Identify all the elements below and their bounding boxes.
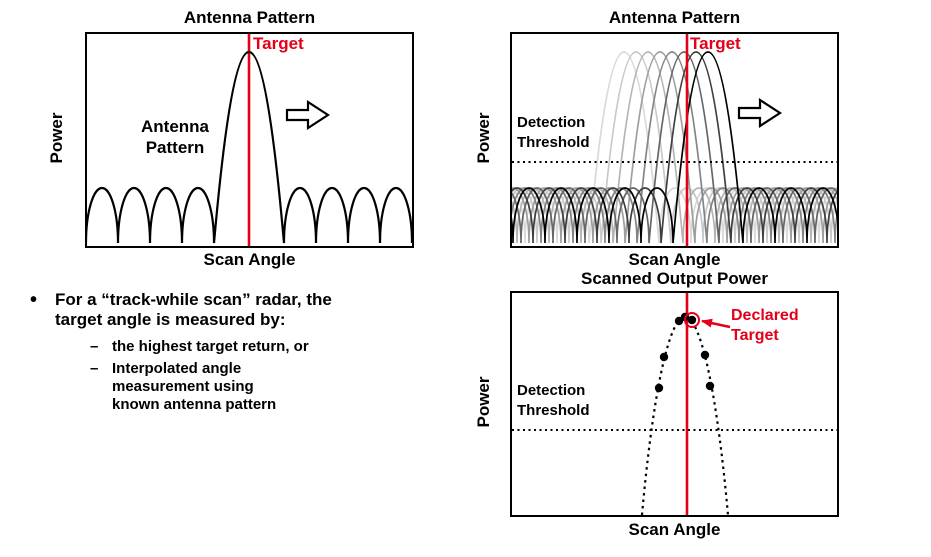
sample-dot: [674, 316, 684, 326]
bullet-main-text: For a “track-while scan” radar, the targ…: [55, 290, 332, 329]
output-power-curve: [640, 315, 730, 515]
dash-marker: –: [90, 360, 99, 377]
plot-title: Antenna Pattern: [608, 8, 741, 27]
antenna-pattern-annotation: Antenna Pattern: [141, 117, 209, 158]
bullet-sub-text: the highest target return, or: [112, 338, 309, 355]
plot-area: [510, 32, 839, 248]
scan-direction-arrow-icon: [737, 98, 783, 128]
y-axis-label: Power: [474, 376, 493, 428]
sample-dot: [687, 315, 697, 325]
dash-marker: –: [90, 338, 99, 355]
scanning-beams-plot: [512, 34, 837, 246]
plot-area: [510, 291, 839, 517]
antenna-pattern-curve: [87, 50, 412, 244]
x-axis-label: Scan Angle: [628, 520, 721, 539]
antenna-pattern-plot: [87, 34, 412, 246]
plot-title: Antenna Pattern: [183, 8, 316, 27]
sample-dot: [700, 350, 710, 360]
plot-area: [85, 32, 414, 248]
target-label: Target: [253, 34, 304, 53]
sample-dots: [654, 312, 715, 393]
sample-dot: [654, 383, 664, 393]
sample-dot: [659, 352, 669, 362]
bullet-sub-text: Interpolated angle measurement using kno…: [112, 360, 277, 413]
scanned-output-plot: [512, 293, 837, 515]
x-axis-label: Scan Angle: [203, 250, 296, 269]
x-axis-label: Scan Angle: [628, 250, 721, 269]
detection-threshold-label: Detection Threshold: [517, 114, 590, 152]
sample-dot: [705, 381, 715, 391]
bullet-sub-item: – the highest target return, or: [90, 338, 450, 356]
bullet-sub-item: – Interpolated angle measurement using k…: [90, 360, 450, 414]
detection-threshold-label: Detection Threshold: [517, 382, 590, 420]
bullet-marker: •: [30, 289, 38, 311]
bullet-list: • For a “track-while scan” radar, the ta…: [30, 290, 450, 414]
scan-direction-arrow-icon: [285, 100, 331, 130]
declared-target-arrow: [701, 318, 731, 329]
target-label: Target: [690, 34, 741, 53]
plot-title: Scanned Output Power: [580, 269, 769, 288]
declared-target-ring: [684, 312, 700, 328]
bullet-item-main: • For a “track-while scan” radar, the ta…: [30, 290, 450, 330]
declared-target-label: Declared Target: [731, 307, 799, 344]
